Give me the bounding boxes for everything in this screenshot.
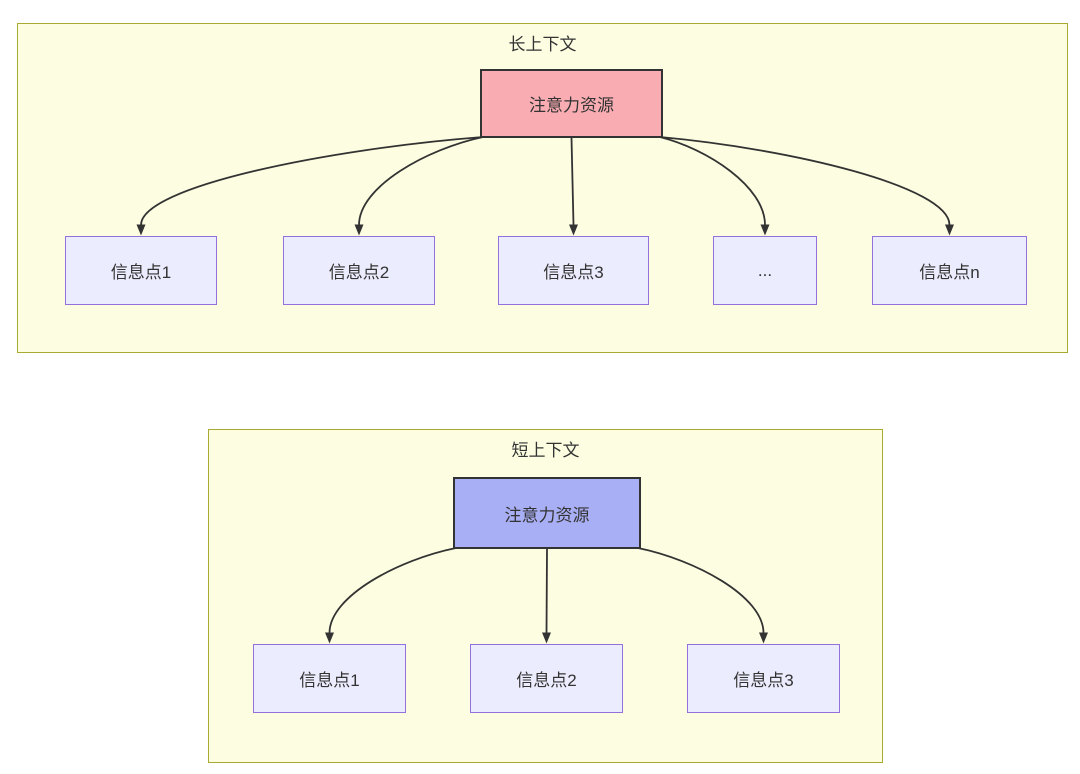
cluster-short-title: 短上下文: [511, 441, 580, 460]
info-node-label: 信息点1: [110, 263, 172, 282]
info-node-short-3: 信息点3: [687, 644, 840, 713]
attention-box-long-label: 注意力资源: [529, 96, 614, 115]
info-node-long-2: 信息点2: [283, 236, 435, 305]
info-node-label: 信息点1: [299, 671, 360, 690]
info-node-long-n: 信息点n: [872, 236, 1027, 305]
attention-box-short: 注意力资源: [453, 477, 641, 549]
info-node-label: ...: [757, 260, 773, 280]
cluster-long-title: 长上下文: [508, 35, 577, 54]
info-node-label: 信息点2: [516, 671, 577, 690]
info-node-long-ellipsis: ...: [713, 236, 817, 305]
info-node-long-1: 信息点1: [65, 236, 217, 305]
info-node-short-1: 信息点1: [253, 644, 406, 713]
attention-box-long: 注意力资源: [480, 69, 663, 138]
info-node-short-2: 信息点2: [470, 644, 623, 713]
info-node-label: 信息点3: [543, 263, 604, 282]
attention-box-short-label: 注意力资源: [504, 505, 590, 525]
info-node-label: 信息点2: [328, 263, 390, 282]
info-node-long-3: 信息点3: [498, 236, 649, 305]
info-node-label: 信息点n: [919, 263, 980, 282]
info-node-label: 信息点3: [733, 671, 794, 690]
